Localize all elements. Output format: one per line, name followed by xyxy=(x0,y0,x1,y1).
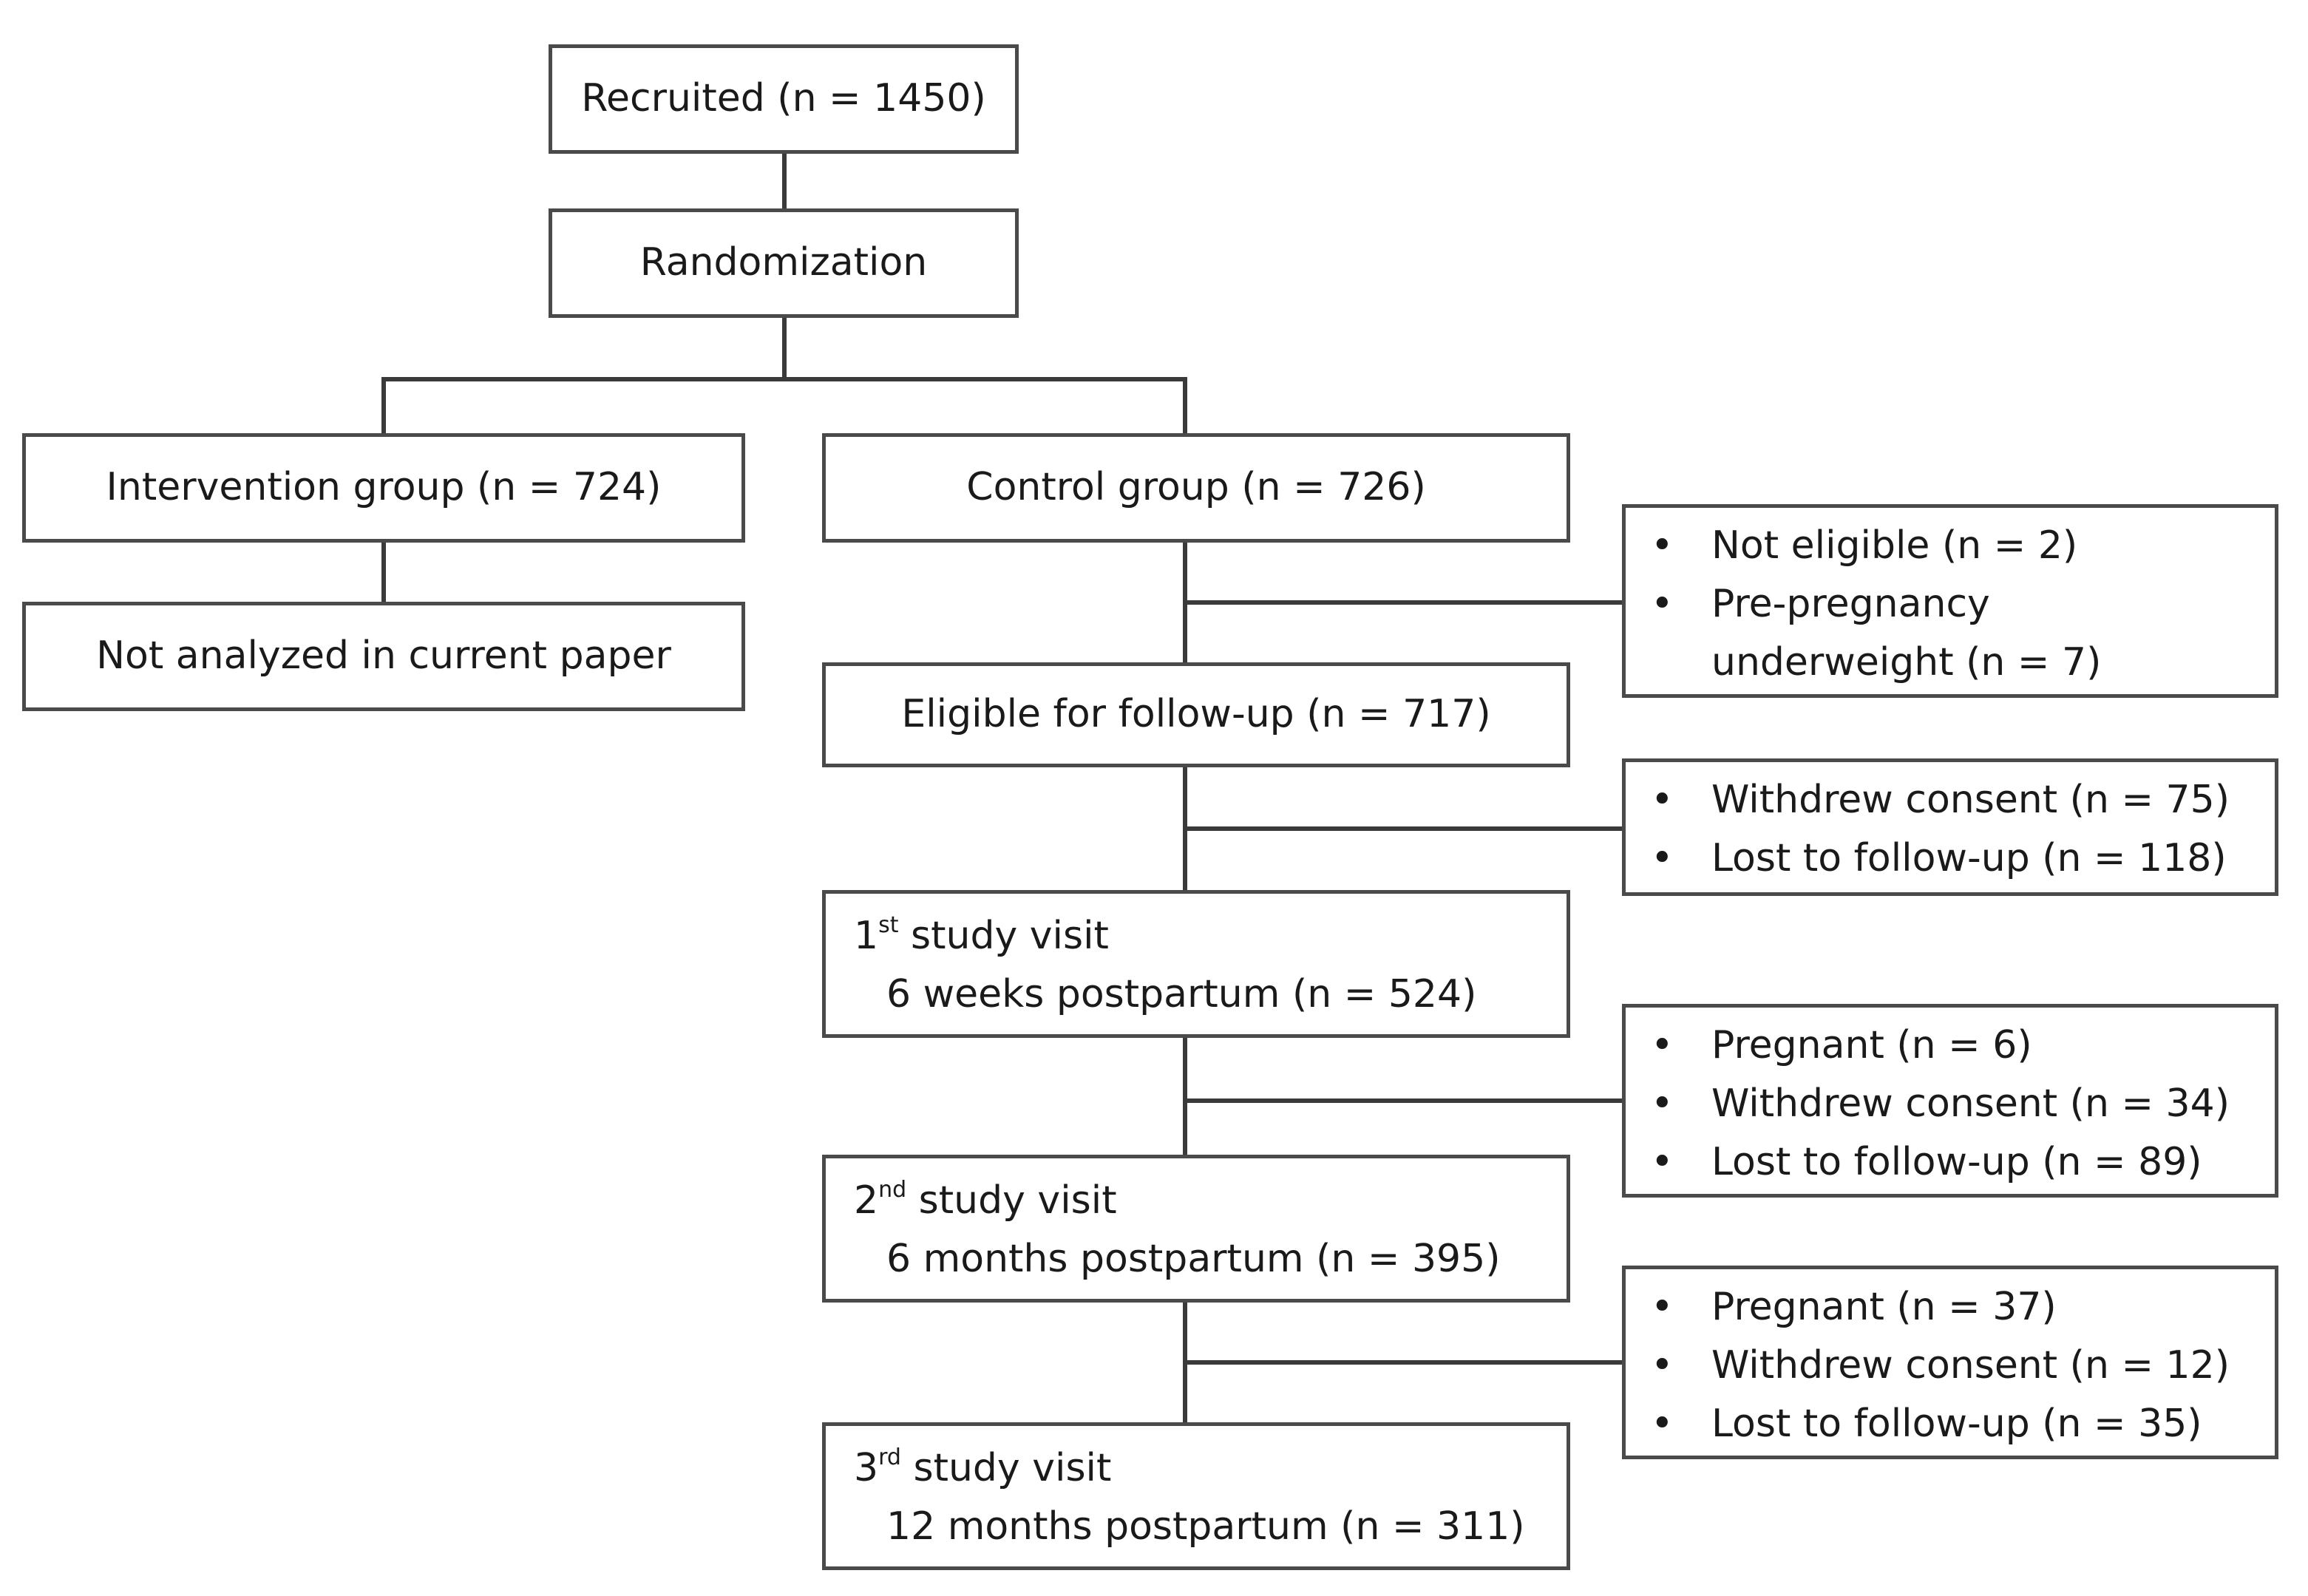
visit1-box: 1st study visit 6 weeks postpartum (n = … xyxy=(822,890,1570,1038)
visit2-box: 2nd study visit 6 months postpartum (n =… xyxy=(822,1155,1570,1303)
connector-recruited-randomization xyxy=(782,152,787,210)
connector-intervention-not-analyzed xyxy=(381,541,386,603)
visit3-subtitle: 12 months postpartum (n = 311) xyxy=(886,1504,1525,1549)
eligible-followup-box: Eligible for follow-up (n = 717) xyxy=(822,662,1570,767)
recruited-label: Recruited (n = 1450) xyxy=(581,76,986,121)
visit2-title: 2nd study visit xyxy=(854,1177,1117,1223)
exclusion-item: •Lost to follow-up (n = 89) xyxy=(1651,1140,2202,1185)
connector-exclusion1 xyxy=(1183,600,1625,605)
intervention-group-label: Intervention group (n = 724) xyxy=(106,465,662,510)
exclusion-item: •Lost to follow-up (n = 118) xyxy=(1651,836,2227,881)
exclusion-item: •Pre-pregnancy xyxy=(1651,582,1990,627)
exclusion-box-2: •Withdrew consent (n = 75) •Lost to foll… xyxy=(1622,758,2278,896)
not-analyzed-label: Not analyzed in current paper xyxy=(96,634,671,679)
randomization-box: Randomization xyxy=(549,208,1019,318)
randomization-label: Randomization xyxy=(639,240,928,285)
exclusion-item: •Withdrew consent (n = 12) xyxy=(1651,1343,2230,1388)
exclusion-item: •Lost to follow-up (n = 35) xyxy=(1651,1402,2202,1447)
control-group-label: Control group (n = 726) xyxy=(966,465,1426,510)
recruited-box: Recruited (n = 1450) xyxy=(549,44,1019,154)
connector-to-control xyxy=(1183,377,1187,435)
connector-randomization-down xyxy=(782,316,787,380)
connector-to-intervention xyxy=(381,377,386,435)
exclusion-item: •Not eligible (n = 2) xyxy=(1651,523,2078,568)
connector-split-horizontal xyxy=(381,377,1187,381)
visit1-title: 1st study visit xyxy=(854,912,1109,958)
exclusion-box-4: •Pregnant (n = 37) •Withdrew consent (n … xyxy=(1622,1266,2278,1459)
visit2-subtitle: 6 months postpartum (n = 395) xyxy=(886,1237,1501,1282)
connector-visit1-visit2 xyxy=(1183,1036,1187,1156)
intervention-group-box: Intervention group (n = 724) xyxy=(22,433,745,543)
connector-exclusion4 xyxy=(1183,1360,1625,1365)
control-group-box: Control group (n = 726) xyxy=(822,433,1570,543)
exclusion-item: •Withdrew consent (n = 34) xyxy=(1651,1081,2230,1127)
connector-exclusion3 xyxy=(1183,1098,1625,1103)
exclusion-item: •Pregnant (n = 6) xyxy=(1651,1023,2032,1067)
visit1-subtitle: 6 weeks postpartum (n = 524) xyxy=(886,972,1477,1017)
exclusion-item: •Withdrew consent (n = 75) xyxy=(1651,778,2230,822)
exclusion-item: •Pregnant (n = 37) xyxy=(1651,1285,2057,1329)
exclusion-box-3: •Pregnant (n = 6) •Withdrew consent (n =… xyxy=(1622,1004,2278,1198)
eligible-followup-label: Eligible for follow-up (n = 717) xyxy=(901,692,1491,737)
connector-exclusion2 xyxy=(1183,826,1625,831)
visit3-box: 3rd study visit 12 months postpartum (n … xyxy=(822,1422,1570,1570)
exclusion-box-1: •Not eligible (n = 2) •Pre-pregnancy und… xyxy=(1622,504,2278,698)
exclusion-item-continued: underweight (n = 7) xyxy=(1711,640,2102,685)
not-analyzed-box: Not analyzed in current paper xyxy=(22,602,745,711)
visit3-title: 3rd study visit xyxy=(854,1444,1112,1490)
